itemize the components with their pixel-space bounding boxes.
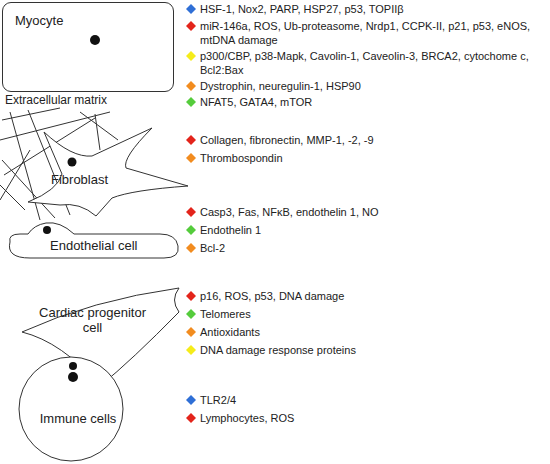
diamond-bullet [186,291,196,301]
diamond-shape [186,225,196,235]
factor-list: TLR2/4 [200,393,548,407]
factor-list: HSF-1, Nox2, PARP, HSP27, p53, TOPIIβ [200,2,548,16]
cell-name: Myocyte [15,13,95,28]
nucleus [68,158,77,167]
fibroblast-shape: Fibroblast [15,118,190,218]
factor-list: Thrombospondin [200,151,548,165]
diamond-shape [186,327,196,337]
diamond-shape [186,97,196,107]
factor-list: Bcl-2 [200,241,548,255]
diamond-shape [186,135,196,145]
diamond-bullet [186,225,196,235]
diamond-bullet [186,413,196,423]
nucleus [43,226,51,234]
factor-list: p300/CBP, p38-Mapk, Cavolin-1, Caveolin-… [200,49,548,77]
factor-list: Lymphocytes, ROS [200,411,548,425]
matrix-fibre [2,160,55,218]
diamond-shape [186,345,196,355]
diamond-bullet [186,243,196,253]
diamond-shape [186,291,196,301]
diamond-shape [186,81,196,91]
diamond-shape [186,207,196,217]
diamond-shape [186,51,196,61]
cell-name: Cardiac progenitor cell [30,305,155,335]
nucleus [68,372,78,382]
diamond-shape [186,153,196,163]
diamond-bullet [186,81,196,91]
factor-list: p16, ROS, p53, DNA damage [200,289,548,303]
cell-outline [15,118,190,218]
diamond-bullet [186,207,196,217]
diamond-bullet [186,97,196,107]
cell-outline-path [19,357,123,461]
factor-list: Telomeres [200,307,548,321]
diamond-shape [186,243,196,253]
factor-list: miR-146a, ROS, Ub-proteasome, Nrdp1, CCP… [200,19,548,47]
immune-cell-circle: Immune cells [16,355,126,463]
matrix-fibre [0,150,30,200]
diamond-bullet [186,135,196,145]
diamond-bullet [186,51,196,61]
matrix-fibre [0,185,25,210]
nucleus [69,362,77,370]
diamond-bullet [186,345,196,355]
diamond-bullet [186,21,196,31]
factor-list: Endothelin 1 [200,223,548,237]
factor-list: Dystrophin, neuregulin-1, HSP90 [200,79,548,93]
matrix-fibre [95,114,100,150]
diamond-shape [186,413,196,423]
nucleus [90,35,100,45]
cell-name: Endothelial cell [50,238,170,253]
diamond-shape [186,21,196,31]
factor-list: Collagen, fibronectin, MMP-1, -2, -9 [200,133,548,147]
factor-list: Casp3, Fas, NFκB, endothelin 1, NO [200,205,548,219]
diamond-shape [186,309,196,319]
region-label: Extracellular matrix [5,93,175,107]
factor-list: NFAT5, GATA4, mTOR [200,95,548,109]
cell-outline-path [28,128,188,216]
cell-outline-path [9,223,178,258]
diamond-shape [186,395,196,405]
endothelial-shape: Endothelial cell [4,218,180,260]
diamond-bullet [186,395,196,405]
diamond-bullet [186,309,196,319]
factor-list: Antioxidants [200,325,548,339]
diamond-shape [186,4,196,14]
myocyte-box: Myocyte [2,2,174,92]
cell-name: Immune cells [28,411,128,426]
diamond-bullet [186,4,196,14]
cell-name: Fibroblast [51,172,131,187]
matrix-fibre [80,112,118,140]
factor-list: DNA damage response proteins [200,343,548,357]
cell-outline [16,355,126,463]
diamond-bullet [186,153,196,163]
diamond-bullet [186,327,196,337]
